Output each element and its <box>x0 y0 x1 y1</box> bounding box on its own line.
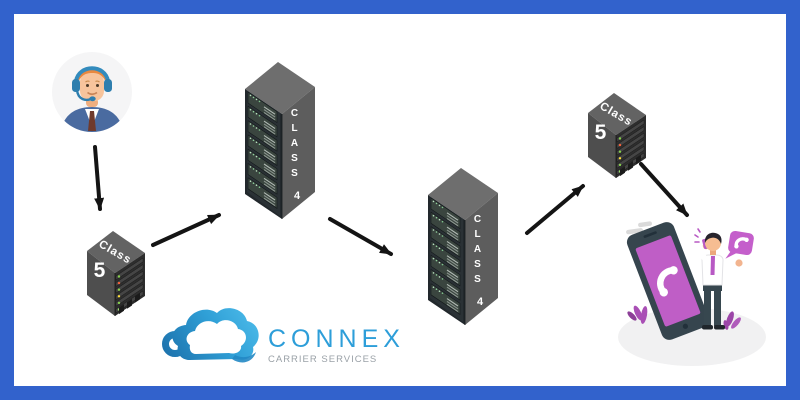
class4-rack-icon <box>428 168 500 326</box>
switch-front-label: 5 <box>594 121 607 144</box>
rack-side-number: 4 <box>293 190 301 202</box>
phone-handset-icon <box>734 237 749 249</box>
phone-handset-icon <box>657 266 678 297</box>
agent-face-features <box>85 80 100 96</box>
switch-front-label: 5 <box>93 259 106 282</box>
callee-illustration <box>618 221 766 366</box>
rack-side-number: 4 <box>476 296 484 308</box>
caller-avatar <box>52 52 132 132</box>
tie <box>710 256 715 275</box>
arrow-class4-to-class4 <box>328 217 393 256</box>
brand-tagline: CARRIER SERVICES <box>268 354 378 365</box>
smartphone-screen <box>635 235 701 327</box>
arrow-class5-to-class4 <box>151 213 221 247</box>
speech-bubble <box>725 230 754 259</box>
rack-side-label: CLASS <box>289 107 300 183</box>
smartphone <box>626 222 710 340</box>
class5-switch-origin: Class 5 <box>83 228 147 318</box>
cloud-logo-icon <box>162 308 259 363</box>
rack-side-label: CLASS <box>472 213 483 289</box>
brand-name: CONNEX <box>268 325 405 353</box>
callee-person <box>694 228 743 330</box>
arrow-caller-to-class5 <box>93 145 105 211</box>
brand-logo: CONNEX CARRIER SERVICES <box>268 327 405 365</box>
callee-hair <box>704 232 722 244</box>
plant-left <box>627 305 648 324</box>
arrow-class4-to-class5 <box>525 184 585 235</box>
agent-headset-icon <box>72 66 112 102</box>
class4-rack-icon <box>245 62 317 220</box>
agent-face <box>80 72 104 101</box>
class4-switch-ingress: CLASS 4 <box>245 62 317 220</box>
call-sparks <box>694 228 701 243</box>
class5-switch-terminating: Class 5 <box>584 90 648 180</box>
agent-torso <box>60 107 124 132</box>
class4-switch-egress: CLASS 4 <box>428 168 500 326</box>
agent-hair <box>77 69 107 83</box>
